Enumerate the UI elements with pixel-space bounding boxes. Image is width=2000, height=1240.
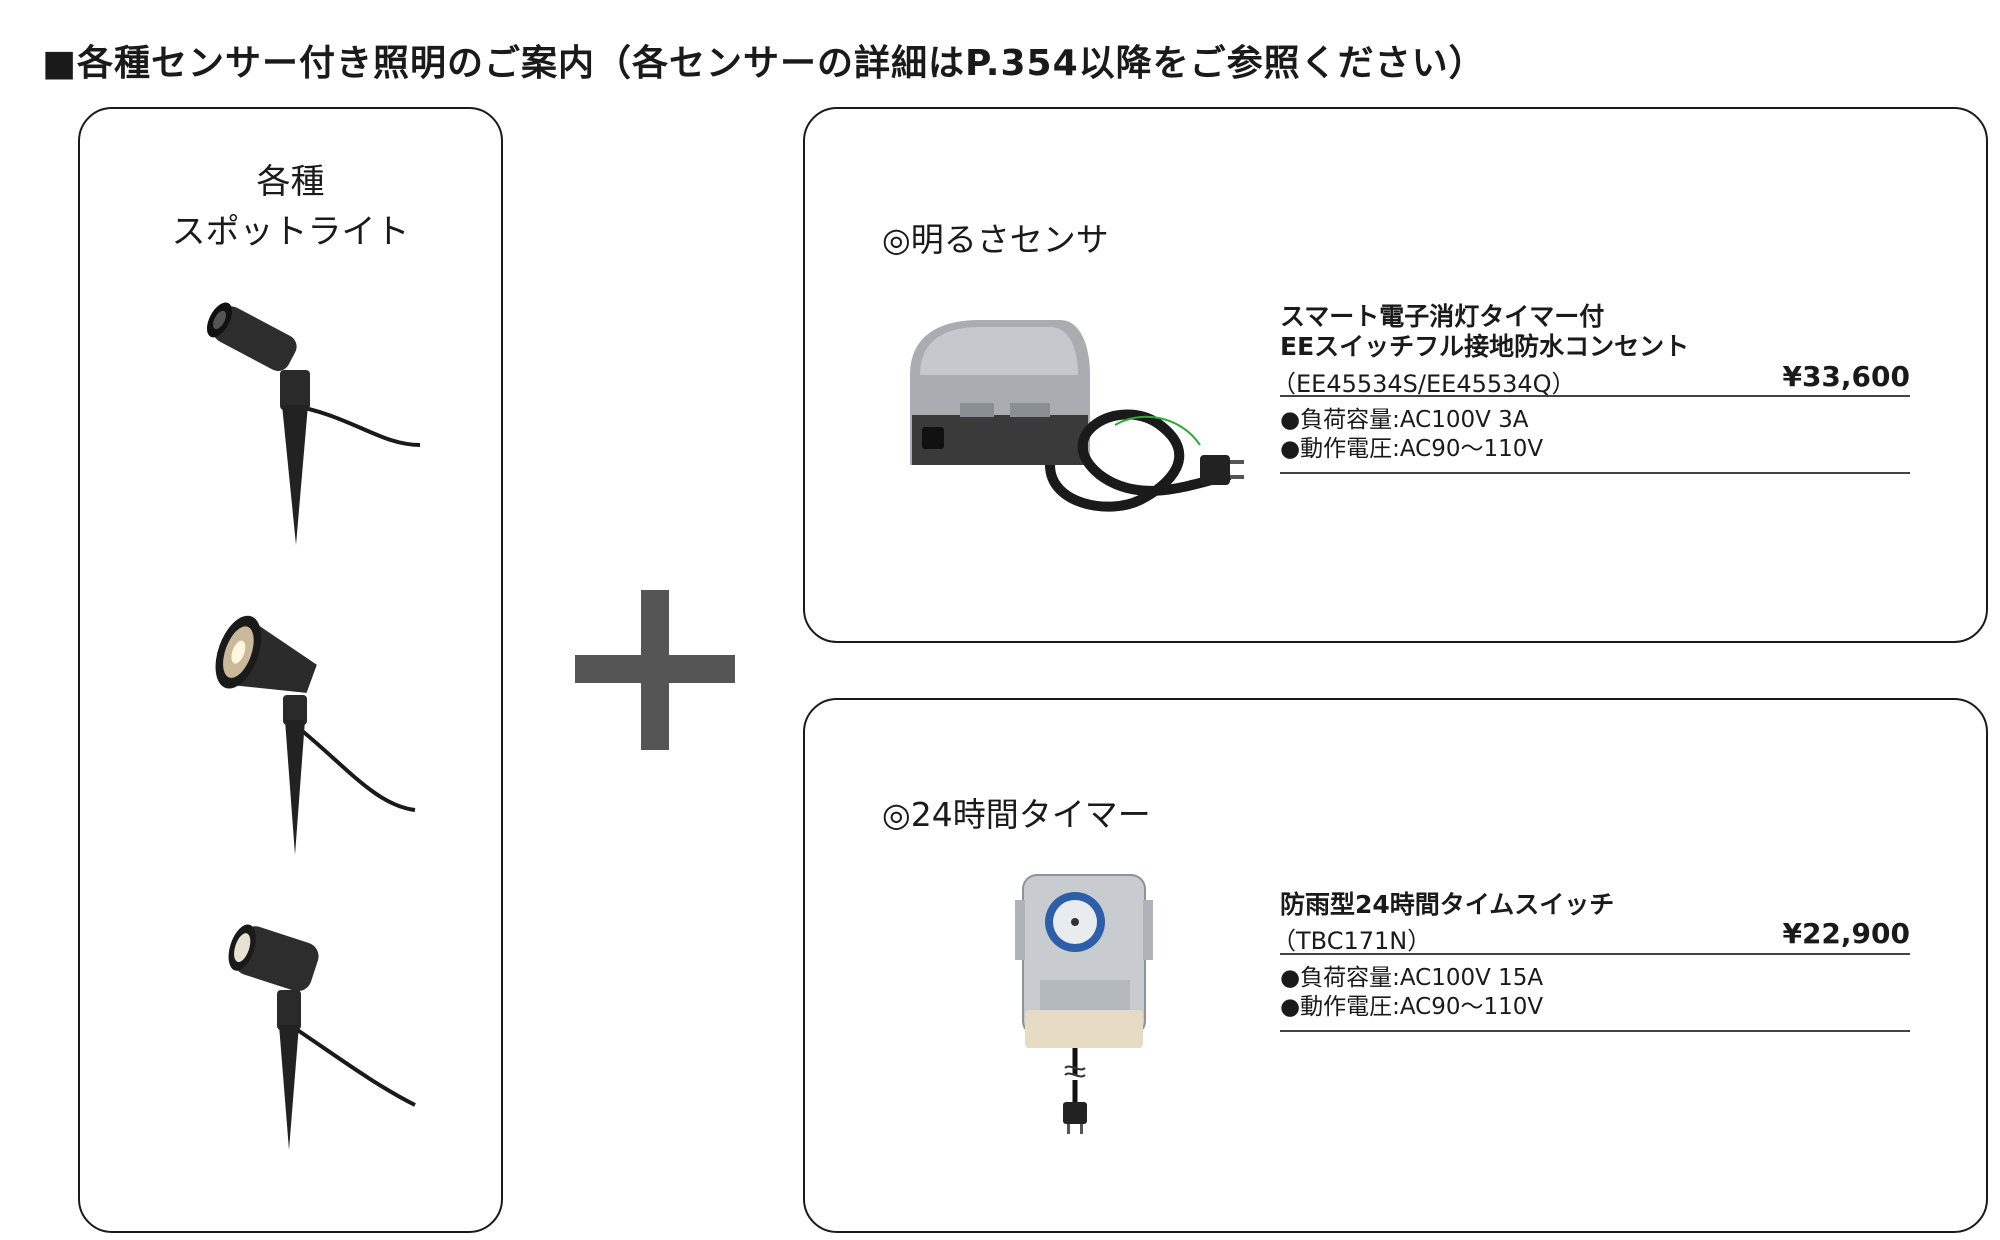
timer-spec-load: ●負荷容量:AC100V 15A (1280, 965, 1544, 991)
sensor-product-name-line2: EEスイッチフル接地防水コンセント (1280, 332, 1690, 361)
timer-section-title: ◎24時間タイマー (882, 795, 1151, 834)
timer-divider-bottom (1280, 1030, 1910, 1032)
sensor-product-name-line1: スマート電子消灯タイマー付 (1280, 302, 1605, 331)
timer-divider-top (1280, 953, 1910, 955)
timer-panel (803, 698, 1988, 1233)
timer-spec-voltage: ●動作電圧:AC90～110V (1280, 994, 1544, 1020)
spotlight-image-1 (206, 302, 421, 545)
timer-product-model: （TBC171N） (1272, 927, 1432, 955)
sensor-price: ¥33,600 (1782, 360, 1910, 393)
spotlight-image-2 (215, 615, 416, 855)
spotlight-panel: 各種 スポットライト (78, 107, 503, 1233)
timer-switch-image (1015, 874, 1153, 1134)
plus-icon (575, 590, 735, 750)
spotlight-title-line1: 各種 (256, 162, 325, 202)
sensor-spec-load: ●負荷容量:AC100V 3A (1280, 407, 1529, 433)
outlet-image (910, 320, 1244, 512)
sensor-section-title: ◎明るさセンサ (882, 220, 1109, 259)
sensor-divider-top (1280, 395, 1910, 397)
page-heading: ■各種センサー付き照明のご案内（各センサーの詳細はP.354以降をご参照ください… (42, 43, 1486, 84)
sensor-product-model: （EE45534S/EE45534Q） (1272, 370, 1576, 398)
spotlight-title-line2: スポットライト (171, 212, 410, 252)
timer-product-name: 防雨型24時間タイムスイッチ (1280, 890, 1615, 919)
sensor-divider-bottom (1280, 472, 1910, 474)
spotlight-image-3 (228, 924, 416, 1150)
brightness-sensor-panel (803, 107, 1988, 643)
sensor-spec-voltage: ●動作電圧:AC90～110V (1280, 436, 1544, 462)
timer-price: ¥22,900 (1782, 917, 1910, 950)
